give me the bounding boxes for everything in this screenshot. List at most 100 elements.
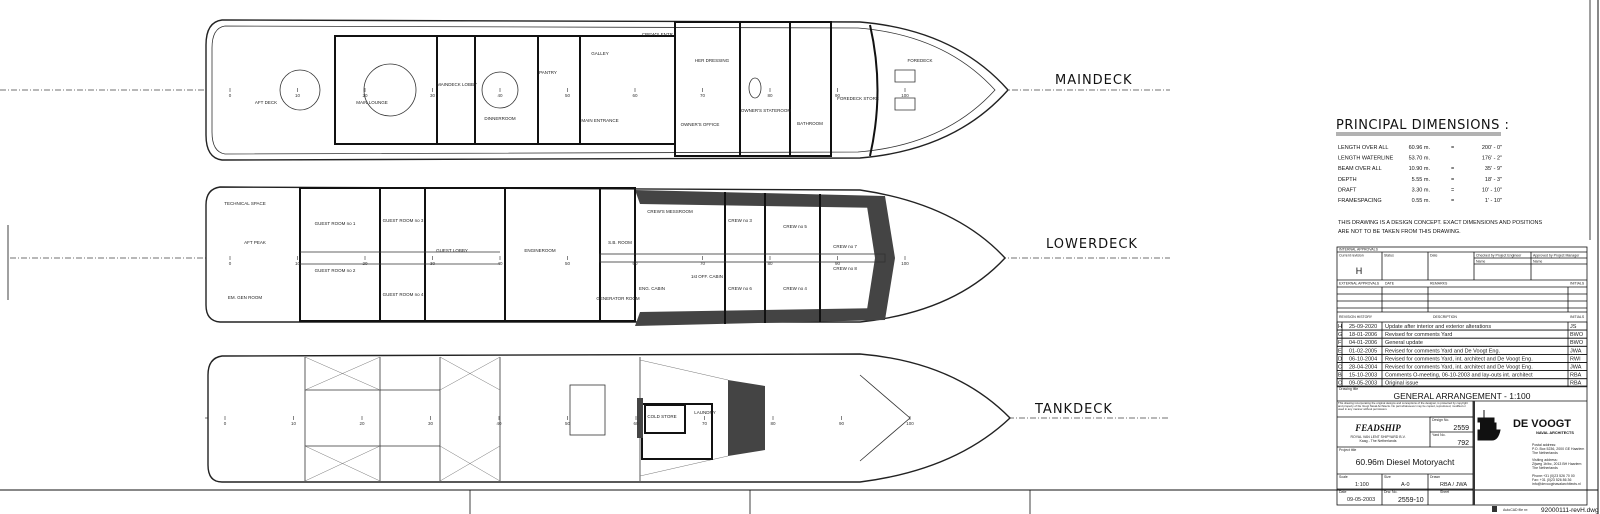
revision-date: 25-09-2020 [1349, 324, 1377, 330]
lowerdeck-plan: TECHNICAL SPACE AFT PEAK EM. GEN ROOM GU… [10, 186, 1170, 326]
room-label: CREW no 3 [728, 218, 752, 223]
frame-number: 20 [359, 421, 365, 426]
revision-initials: JWA [1570, 348, 1582, 354]
frame-number: 0 [229, 93, 232, 98]
phone: Phone:+31 (0)23 526 70 00 [1532, 474, 1575, 478]
dimensions-title: PRINCIPAL DIMENSIONS : [1336, 118, 1509, 133]
revision-description: Revised for comments Yard and De Voogt E… [1385, 348, 1501, 354]
postal-address: P.O. Box 5236, 2000 GE Haarlem [1532, 447, 1584, 451]
dimension-name: FRAMESPACING [1338, 198, 1382, 204]
dimension-imperial: 35' - 9" [1485, 166, 1502, 172]
room-label: GUEST LOBBY [436, 248, 468, 253]
revision-date: 15-10-2003 [1349, 373, 1377, 379]
dimension-equals: = [1451, 145, 1454, 151]
frame-number: 60 [633, 421, 639, 426]
dimension-imperial: 200' - 0" [1482, 145, 1502, 151]
yard-no-label: Yard No. [1432, 433, 1446, 437]
revision-date: 28-04-2004 [1349, 365, 1377, 371]
room-label: GALLEY [591, 51, 609, 56]
description-label: DESCRIPTION [1433, 315, 1457, 319]
current-revision: H [1356, 266, 1363, 276]
date-label: Date [1430, 254, 1437, 258]
revision-initials: BWO [1570, 340, 1584, 346]
room-label: CREW no 6 [728, 286, 752, 291]
checked-label: Checked by Project Engineer [1476, 254, 1522, 258]
dimension-metric: 5.55 m. [1412, 177, 1431, 183]
revision-description: Comments O-meeting, 06-10-2003 and lay-o… [1385, 373, 1533, 379]
dimension-imperial: 176' - 2" [1482, 156, 1502, 162]
revision-letter: F [1338, 340, 1342, 346]
room-label: CREW no 5 [783, 224, 807, 229]
drawing-note: ARE NOT TO BE TAKEN FROM THIS DRAWING. [1338, 229, 1461, 235]
firm-subtitle: NAVAL ARCHITECTS [1536, 431, 1574, 435]
room-label: 1st OFF. CABIN [691, 274, 723, 279]
yard-place: Kaag - The Netherlands [1359, 439, 1396, 443]
frame-number: 50 [565, 93, 571, 98]
revision-initials: RBA [1570, 373, 1582, 379]
room-label: S.B. ROOM [608, 240, 632, 245]
room-label: PANTRY [539, 70, 557, 75]
frame-number: 90 [839, 421, 845, 426]
size-value: A-0 [1401, 482, 1410, 488]
frame-number: 10 [295, 93, 301, 98]
dimension-metric: 10.90 m. [1409, 166, 1431, 172]
frame-number: 0 [224, 421, 227, 426]
revision-initials: RWI [1570, 356, 1581, 362]
room-label: COLD STORE [647, 414, 676, 419]
visiting-address: Zijweg 1b/bc, 2013 BH Haarlem [1532, 462, 1581, 466]
revision-letter: E [1338, 348, 1342, 354]
room-label: ENG. CABIN [639, 286, 665, 291]
room-label: CREW no 7 [833, 244, 857, 249]
frame-number: 90 [835, 93, 841, 98]
de-voogt-ship-logo [1477, 410, 1501, 441]
project-title: 60.96m Diesel Motoryacht [1356, 457, 1455, 467]
autocad-label: AutoCAD file nr: [1503, 508, 1528, 512]
de-voogt-logo: DE VOOGT [1513, 418, 1571, 430]
dimension-equals: = [1451, 177, 1454, 183]
room-label: CREW'S ENTR. [642, 32, 674, 37]
room-label: OWNER'S STATEROOM [741, 108, 791, 113]
dimension-equals: = [1451, 166, 1454, 172]
revision-history-label: REVISION HISTORY [1339, 315, 1373, 319]
dimension-imperial: 10' - 10" [1482, 187, 1502, 193]
visiting-label: Visiting address: [1532, 458, 1558, 462]
copyright-notice: This drawing incorporating the original … [1338, 402, 1468, 412]
revision-letter: B [1338, 373, 1342, 379]
room-label: AFT DECK [255, 100, 277, 105]
room-label: GUEST ROOM no 4 [383, 292, 424, 297]
frame-number: 70 [700, 261, 706, 266]
frame-number: 50 [565, 421, 571, 426]
dimension-metric: 3.30 m. [1412, 187, 1431, 193]
yard-name: ROYAL VAN LENT SHIPYARD B.V. [1350, 435, 1405, 439]
revision-date: 04-01-2006 [1349, 340, 1377, 346]
room-label: BATHROOM [797, 121, 823, 126]
revision-date: 06-10-2004 [1349, 356, 1377, 362]
maindeck-label: MAINDECK [1055, 73, 1133, 88]
frame-number: 10 [295, 261, 301, 266]
revision-initials: BWO [1570, 332, 1584, 338]
dimension-imperial: 18' - 3" [1485, 177, 1502, 183]
frame-number: 10 [291, 421, 297, 426]
dimension-name: DEPTH [1338, 177, 1357, 183]
room-label: MAIN LOUNGE [356, 100, 388, 105]
frame-number: 40 [497, 93, 503, 98]
frame-number: 90 [835, 261, 841, 266]
revision-row: B 15-10-2003 Comments O-meeting, 06-10-200… [1336, 370, 1588, 380]
room-label: MAINDECK LOBBY [437, 82, 477, 87]
dimension-name: LENGTH OVER ALL [1338, 145, 1388, 151]
revision-letter: H [1338, 324, 1342, 330]
frame-number: 80 [767, 261, 773, 266]
title-block: INTERNAL APPROVALS Current revision H St… [1336, 246, 1599, 514]
fax: Fax: +31 (0)23 526 86 36 [1532, 478, 1571, 482]
room-label: FOREDECK STORE [837, 96, 879, 101]
design-no: 2559 [1453, 425, 1469, 432]
revision-letter: O [1338, 381, 1343, 387]
